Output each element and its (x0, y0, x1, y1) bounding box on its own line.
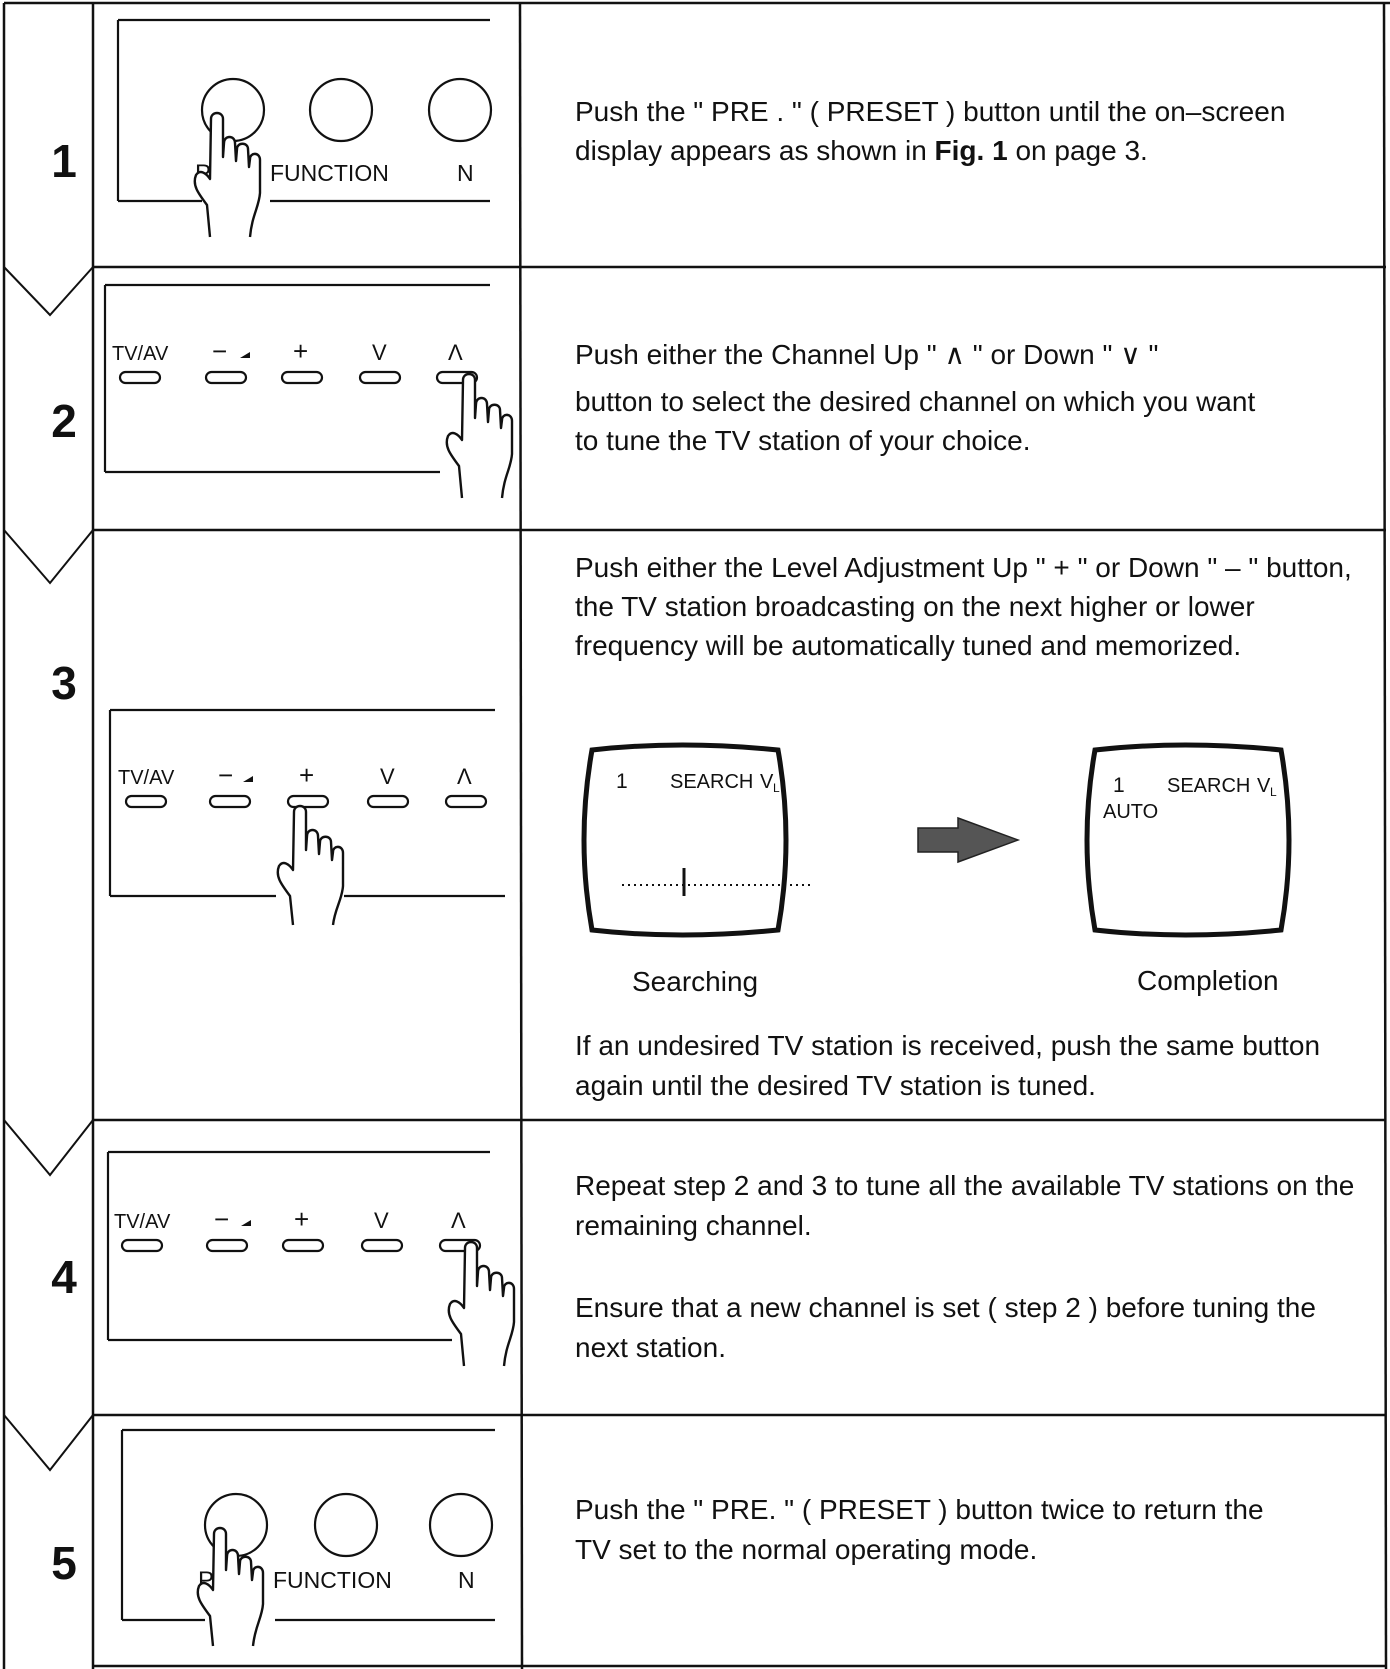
plus-label: + (294, 1204, 309, 1234)
remote-panel-3: TV/AV − + V Λ (108, 708, 505, 926)
volume-wedge-icon (241, 1220, 251, 1226)
completion-mode-sub: L (1270, 785, 1277, 799)
step-number-4: 4 (51, 1251, 77, 1303)
function-label: FUNCTION (270, 160, 389, 186)
step-number-5: 5 (51, 1537, 77, 1589)
completion-channel: 1 (1113, 774, 1125, 797)
screen-sequence: 1 SEARCH V L 1 SEARCH V L AUTO (581, 742, 1292, 938)
minus-label: − (218, 760, 233, 790)
chevron-step-3 (3, 529, 94, 585)
tvav-label: TV/AV (112, 343, 169, 365)
step-1-description: Push the " PRE . " ( PRESET ) button unt… (575, 92, 1355, 170)
chevron-step-2 (3, 266, 94, 317)
down-label: V (380, 764, 395, 789)
up-button-icon (438, 1238, 482, 1253)
step-2-line-1: Push either the Channel Up " ∧ " or Down… (575, 339, 1159, 370)
remote-panel-4: TV/AV − + V Λ (106, 1150, 516, 1367)
down-button-icon (358, 370, 402, 385)
searching-mode-sub: L (773, 781, 780, 795)
step-number-3: 3 (51, 657, 77, 709)
plus-button-icon (286, 794, 330, 809)
plus-button-icon (280, 370, 324, 385)
tvav-label: TV/AV (114, 1211, 171, 1233)
completion-screen: 1 SEARCH V L AUTO (1084, 742, 1292, 938)
remote-panel-2: TV/AV − + V Λ (103, 283, 514, 499)
up-label: Λ (448, 340, 463, 365)
function-button-icon (308, 77, 374, 143)
n-label: N (457, 160, 474, 186)
step-3-description: Push either the Level Adjustment Up " + … (575, 548, 1365, 665)
pointing-hand-icon (196, 1526, 265, 1647)
step-number-1: 1 (51, 135, 77, 187)
minus-label: − (212, 336, 227, 366)
up-label: Λ (451, 1208, 466, 1233)
up-button-icon (435, 370, 479, 385)
step-3-text: Push either the Level Adjustment Up " + … (575, 552, 1352, 661)
chevron-step-4 (3, 1119, 94, 1177)
volume-wedge-icon (240, 352, 250, 358)
preset-panel-1: P FUNCTION N (116, 18, 493, 238)
pointing-hand-icon (276, 804, 345, 926)
step-chevrons (3, 266, 94, 1472)
fig-1-reference: Fig. 1 (934, 135, 1008, 166)
tvav-button-icon (120, 1238, 164, 1253)
down-button-icon (360, 1238, 404, 1253)
step-4-note: Ensure that a new channel is set ( step … (575, 1292, 1316, 1363)
plus-label: + (299, 760, 314, 790)
completion-mode: V (1257, 775, 1271, 797)
searching-mode: V (760, 771, 774, 793)
down-label: V (372, 340, 387, 365)
step-4-description: Repeat step 2 and 3 to tune all the avai… (575, 1166, 1355, 1368)
completion-label: SEARCH (1167, 775, 1250, 797)
minus-button-icon (208, 794, 252, 809)
down-button-icon (366, 794, 410, 809)
step-2-description: Push either the Channel Up " ∧ " or Down… (575, 335, 1355, 460)
plus-label: + (293, 336, 308, 366)
step-1-text-start: Push the " PRE . " ( PRESET ) button unt… (575, 96, 1286, 166)
down-label: V (374, 1208, 389, 1233)
step-3-note: If an undesired TV station is received, … (575, 1026, 1365, 1106)
step-1-text-end: on page 3. (1007, 135, 1148, 166)
tvav-button-icon (124, 794, 168, 809)
up-label: Λ (457, 764, 472, 789)
completion-auto: AUTO (1103, 801, 1158, 823)
minus-button-icon (204, 370, 248, 385)
preset-panel-5: P FUNCTION N (120, 1428, 495, 1647)
up-button-icon (444, 794, 488, 809)
step-4-text: Repeat step 2 and 3 to tune all the avai… (575, 1170, 1355, 1241)
step-2-line-2: button to select the desired channel on … (575, 386, 1256, 417)
searching-label: SEARCH (670, 771, 753, 793)
function-button-icon (313, 1492, 379, 1558)
searching-screen: 1 SEARCH V L (581, 742, 810, 938)
step-3-note-text: If an undesired TV station is received, … (575, 1030, 1321, 1101)
pointing-hand-icon (447, 1240, 516, 1367)
arrow-right-icon (917, 816, 1021, 864)
pointing-hand-icon (445, 372, 514, 499)
pointing-hand-icon (193, 111, 262, 238)
function-label: FUNCTION (273, 1567, 392, 1593)
chevron-step-5 (3, 1414, 94, 1472)
minus-button-icon (205, 1238, 249, 1253)
plus-button-icon (281, 1238, 325, 1253)
step-5-description: Push the " PRE. " ( PRESET ) button twic… (575, 1490, 1295, 1570)
completion-caption: Completion (1137, 965, 1279, 996)
step-5-text: Push the " PRE. " ( PRESET ) button twic… (575, 1494, 1264, 1565)
tvav-button-icon (118, 370, 162, 385)
searching-caption: Searching (632, 966, 759, 997)
n-label: N (458, 1567, 475, 1593)
tvav-label: TV/AV (118, 767, 175, 789)
minus-label: − (214, 1204, 229, 1234)
step-number-2: 2 (51, 395, 77, 447)
n-button-icon (428, 1492, 494, 1558)
step-1-text: Push the " PRE . " ( PRESET ) button unt… (575, 92, 1355, 170)
n-button-icon (427, 77, 493, 143)
searching-channel: 1 (616, 770, 628, 793)
volume-wedge-icon (243, 776, 253, 782)
step-2-line-3: to tune the TV station of your choice. (575, 425, 1031, 456)
